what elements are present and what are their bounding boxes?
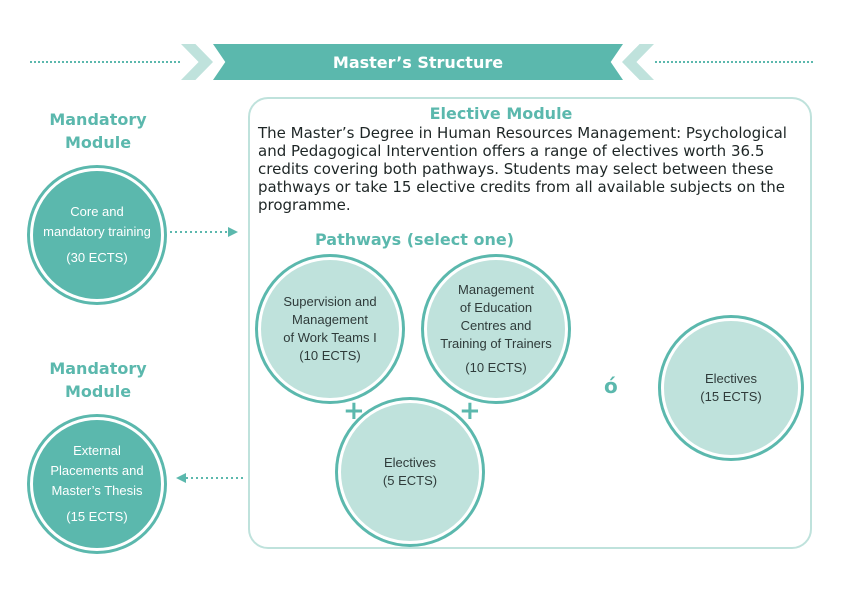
arrow-right-icon	[170, 227, 238, 237]
elective-module-title: Elective Module	[429, 104, 573, 123]
pathway-1-line1: Supervision and	[283, 294, 377, 309]
mandatory-module-top-heading-line2: Module	[64, 133, 132, 152]
core-training-line2: mandatory training	[43, 224, 151, 239]
plus-icon-left: +	[343, 396, 365, 426]
plus-icon-right: +	[459, 396, 481, 426]
pathway-supervision-circle: Supervision and Management of Work Teams…	[258, 257, 402, 401]
mandatory-module-bottom-heading-line1: Mandatory	[49, 359, 147, 378]
elective-module-description: The Master’s Degree in Human Resources M…	[258, 124, 787, 214]
pathway-2-line1: Management	[458, 282, 534, 297]
pathway-2-credits: (10 ECTS)	[465, 360, 527, 375]
mandatory-module-bottom-heading-line2: Module	[64, 382, 132, 401]
mandatory-module-top-heading-line1: Mandatory	[49, 110, 147, 129]
shared-electives-label: Electives	[383, 455, 436, 470]
header-dotted-line-right	[655, 61, 813, 63]
pathway-2-line3: Centres and	[460, 318, 532, 333]
pathway-1-line2: Management	[292, 312, 368, 327]
pathway-education-circle: Management of Education Centres and Trai…	[424, 257, 568, 401]
header-dotted-line-left	[30, 61, 180, 63]
page-title: Master’s Structure	[213, 44, 623, 80]
or-separator: ó	[604, 374, 618, 398]
mandatory-module-top-heading: Mandatory Module	[38, 108, 158, 154]
placements-thesis-line3: Master’s Thesis	[51, 483, 143, 498]
arrow-left-icon	[176, 473, 246, 483]
alternative-electives-circle: Electives (15 ECTS)	[661, 318, 801, 458]
pathway-1-line3: of Work Teams I	[283, 330, 377, 345]
header-chevron-right-icon	[622, 44, 654, 80]
core-training-credits: (30 ECTS)	[66, 250, 128, 265]
header-chevron-left-icon	[181, 44, 213, 80]
placements-thesis-credits: (15 ECTS)	[66, 509, 128, 524]
shared-electives-circle: Electives (5 ECTS)	[338, 400, 482, 544]
placements-thesis-circle: External Placements and Master’s Thesis …	[30, 417, 164, 551]
pathway-2-line2: of Education	[459, 300, 533, 315]
pathways-heading: Pathways (select one)	[315, 230, 515, 249]
pathway-1-credits: (10 ECTS)	[299, 348, 361, 363]
placements-thesis-line2: Placements and	[50, 463, 144, 478]
core-training-circle: Core and mandatory training (30 ECTS)	[30, 168, 164, 302]
placements-thesis-line1: External	[73, 443, 121, 458]
alternative-electives-credits: (15 ECTS)	[700, 389, 762, 404]
mandatory-module-bottom-heading: Mandatory Module	[38, 357, 158, 403]
pathway-2-line4: Training of Trainers	[440, 336, 552, 351]
core-training-line1: Core and	[70, 204, 124, 219]
elective-module-box	[248, 97, 812, 549]
shared-electives-credits: (5 ECTS)	[382, 473, 438, 488]
alternative-electives-label: Electives	[704, 371, 758, 386]
